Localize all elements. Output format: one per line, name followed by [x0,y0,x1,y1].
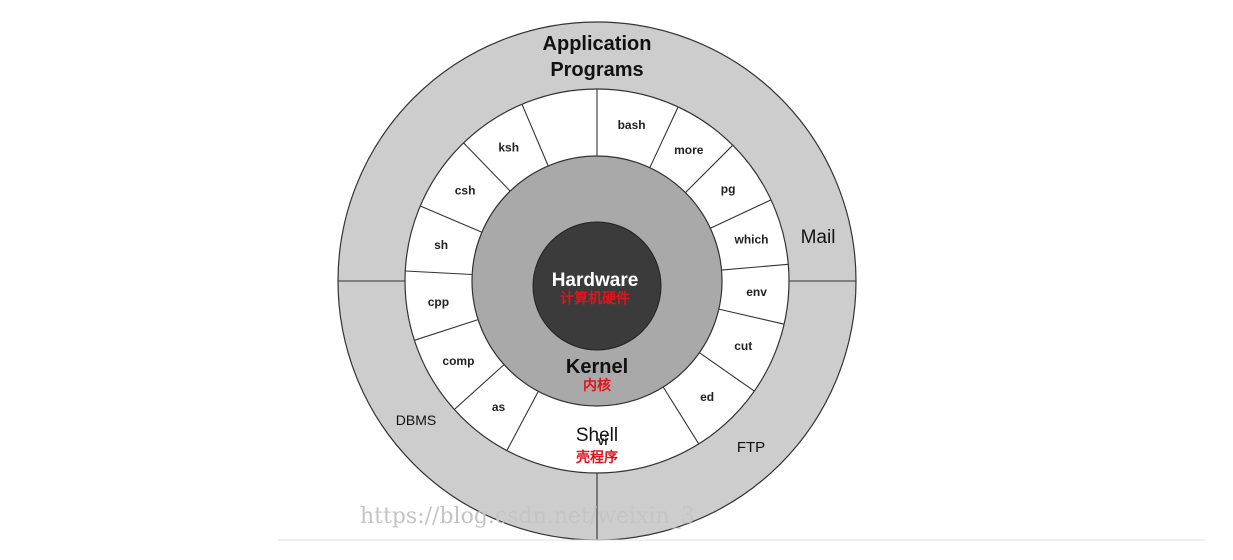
shell-tool-ksh: ksh [498,141,519,155]
shell-spoke [420,205,483,233]
application-title-line1: Application [543,33,652,55]
shell-spoke [506,391,539,451]
mail-label: Mail [801,227,836,248]
shell-spoke [453,364,505,410]
shell-label-cn: 壳程序 [575,449,618,465]
watermark-cover [745,494,955,538]
shell-spoke [521,104,549,167]
hardware-disc [532,221,662,351]
shell-spokes [405,89,789,451]
shell-spoke [649,106,679,168]
hardware-label: Hardware [552,270,639,291]
shell-tool-vi: vi [598,434,608,448]
shell-tool-csh: csh [455,183,476,197]
shell-tool-sh: sh [434,238,448,252]
shell-spoke [463,142,511,192]
shell-spoke [699,352,755,392]
shell-tool-labels: bash more pg which env cut ed vi as comp cpp sh csh k… [428,118,769,448]
shell-label: Shell [576,425,618,446]
shell-spoke [405,270,473,276]
shell-spoke [414,319,479,341]
shell-tool-which: which [733,233,768,247]
shell-tool-cpp: cpp [428,295,449,309]
kernel-label-cn: 内核 [583,377,611,393]
shell-tool-pg: pg [721,182,736,196]
shell-tool-cut: cut [734,339,752,353]
shell-tool-comp: comp [442,354,474,368]
hardware-label-cn: 计算机硬件 [560,290,630,306]
shell-spoke [718,308,785,325]
kernel-label: Kernel [566,356,628,378]
shell-tool-as: as [492,400,506,414]
shell-tool-more: more [674,143,704,157]
shell-tool-env: env [746,285,767,299]
shell-tool-ed: ed [700,390,714,404]
shell-spoke [721,263,789,271]
shell-spoke [662,386,700,445]
watermark: https://blog.csdn.net/weixin_3 [360,504,695,529]
ftp-label: FTP [737,439,765,456]
shell-spoke [685,144,734,193]
dbms-label: DBMS [396,412,436,428]
shell-tool-bash: bash [618,118,646,132]
application-title-line2: Programs [550,59,643,81]
shell-spoke [710,199,772,229]
